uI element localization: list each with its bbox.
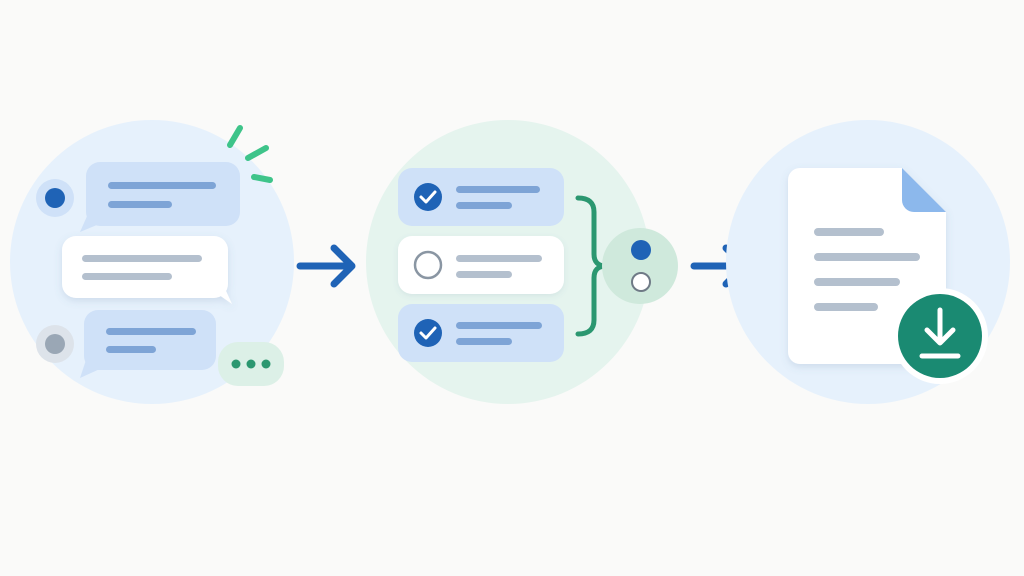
checkbox-checked-icon (414, 183, 442, 211)
download-icon (892, 288, 988, 384)
user-avatar-icon (36, 325, 74, 363)
arrow-right-icon (296, 244, 356, 288)
chat-bubble-icon (62, 236, 232, 304)
chat-bubble-icon (80, 162, 240, 232)
stage-document-download (726, 120, 1010, 404)
checklist-item (398, 236, 564, 294)
message-line (82, 273, 172, 280)
checklist-item (398, 304, 564, 362)
radio-choice-icon (602, 228, 678, 304)
chat-bubble-icon (80, 310, 216, 378)
stage-selection-checklist (366, 120, 678, 404)
radio-unchecked-icon (413, 250, 443, 280)
stage-chat-conversation (10, 120, 294, 404)
message-line (82, 255, 202, 262)
typing-indicator-icon (218, 342, 284, 386)
checkbox-checked-icon (414, 319, 442, 347)
checklist-item (398, 168, 564, 226)
sparkle-icon (227, 125, 273, 183)
user-avatar-icon (36, 179, 74, 217)
